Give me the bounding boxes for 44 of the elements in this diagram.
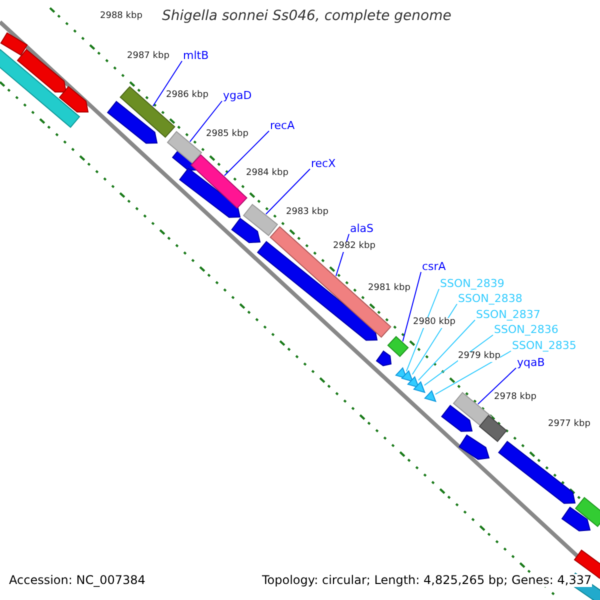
- tick-label: 2986 kbp: [166, 91, 208, 101]
- gene-label: csrA: [422, 261, 446, 274]
- gene-label: SSON_2835: [512, 340, 576, 352]
- gene-bar: [242, 204, 278, 236]
- gene-bar: [190, 154, 248, 209]
- gene-bar: [166, 130, 202, 164]
- gene-label: alaS: [350, 223, 374, 236]
- leader-line: [477, 368, 516, 405]
- gene-label: mltB: [183, 50, 209, 62]
- tick-label: 2981 kbp: [368, 284, 410, 294]
- leader-line: [224, 130, 270, 176]
- gene-label: SSON_2838: [458, 293, 522, 306]
- tick-label: 2980 kbp: [413, 318, 456, 328]
- gene-feature: [400, 370, 414, 382]
- tick-label: 2977 kbp: [548, 420, 590, 430]
- tick-label: 2979 kbp: [458, 352, 500, 362]
- gene-label: SSON_2836: [494, 324, 558, 336]
- accession-text: Accession: NC_007384: [9, 574, 146, 588]
- genome-info-text: Topology: circular; Length: 4,825,265 bp; Genes: 4,337: [262, 574, 592, 588]
- tick-label: 2984 kbp: [246, 169, 288, 179]
- tick-label: 2985 kbp: [206, 130, 248, 140]
- tick-label: 2988 kbp: [100, 12, 142, 22]
- title: Shigella sonnei Ss046, complete genome: [162, 9, 452, 24]
- leader-line: [402, 272, 422, 342]
- tick-label: 2982 kbp: [333, 242, 376, 252]
- gene-feature: [406, 376, 420, 388]
- gene-label: recX: [311, 158, 336, 170]
- gene-label: ygaD: [223, 90, 252, 102]
- gene-feature: [412, 380, 426, 394]
- leader-line: [152, 60, 182, 107]
- leader-line: [434, 350, 512, 395]
- gene-label: recA: [270, 120, 295, 132]
- gene-label: SSON_2839: [440, 278, 504, 290]
- tick-label: 2987 kbp: [127, 52, 170, 62]
- leader-line: [406, 288, 440, 372]
- leader-line: [418, 320, 476, 381]
- tick-label: 2983 kbp: [286, 208, 328, 218]
- gene-label: yqaB: [517, 357, 545, 370]
- gene-bar: [387, 336, 409, 358]
- gene-feature: [424, 390, 437, 402]
- leader-line: [412, 304, 458, 375]
- gene-bar: [498, 440, 576, 504]
- tick-label: 2978 kbp: [494, 393, 536, 403]
- gene-label: SSON_2837: [476, 309, 540, 322]
